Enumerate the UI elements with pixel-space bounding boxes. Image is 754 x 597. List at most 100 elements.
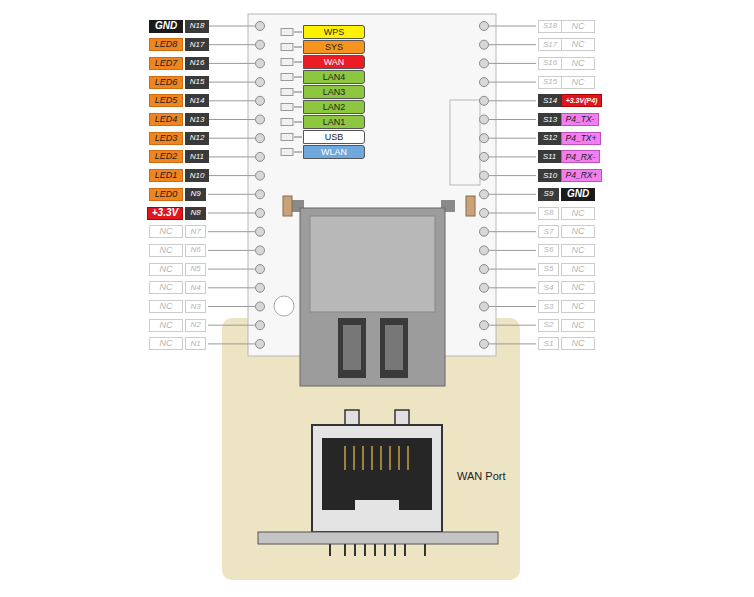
leader-line xyxy=(489,119,536,120)
pin-hole xyxy=(256,302,265,311)
pin-function: NC xyxy=(561,281,595,294)
pin-number: S9 xyxy=(538,188,559,201)
pin-number: S11 xyxy=(538,150,561,163)
pin-number: S12 xyxy=(538,132,562,145)
leader-line xyxy=(208,100,255,101)
pin-number: S10 xyxy=(538,169,562,182)
pin-function: +3.3V(P4) xyxy=(561,94,602,107)
pin-number: N15 xyxy=(185,76,209,89)
pin-number: N5 xyxy=(185,263,206,276)
leader-line xyxy=(294,62,302,63)
indicator-name: WAN xyxy=(324,58,345,67)
pin-function: NC xyxy=(561,319,595,332)
pin-hole xyxy=(256,134,265,143)
pin-function: NC xyxy=(561,76,595,89)
pin-hole xyxy=(480,59,489,68)
pin-hole xyxy=(480,134,489,143)
pin-number: N4 xyxy=(185,281,206,294)
pin-number: S14 xyxy=(538,94,562,107)
pin-function: NC xyxy=(149,337,183,350)
indicator-tag: LAN2 xyxy=(303,100,365,114)
indicator-part xyxy=(281,119,293,126)
jack-latch xyxy=(380,318,408,378)
pin-number: N2 xyxy=(185,319,206,332)
indicator-tag: WLAN xyxy=(303,145,365,159)
leader-line xyxy=(294,92,302,93)
indicator-name: SYS xyxy=(325,43,343,52)
jack-latch xyxy=(385,325,403,370)
pin-function: P4_RX+ xyxy=(561,169,602,182)
pin-row xyxy=(208,22,536,349)
port-frame xyxy=(312,425,442,532)
board-edge xyxy=(258,532,498,544)
pin-function: LED5 xyxy=(149,94,183,107)
indicator-part xyxy=(281,149,293,156)
port-opening xyxy=(322,438,432,510)
pin-function: LED2 xyxy=(149,150,183,163)
pin-number: S8 xyxy=(538,207,559,220)
pin-function: NC xyxy=(149,281,183,294)
pin-function: P4_TX- xyxy=(561,113,599,126)
leader-line xyxy=(294,137,302,138)
leader-line xyxy=(489,26,536,27)
leader-line xyxy=(208,231,255,232)
pin-hole xyxy=(480,78,489,87)
indicator-tag: LAN3 xyxy=(303,85,365,99)
leader-line xyxy=(208,343,255,344)
pin-function: LED0 xyxy=(149,188,183,201)
leader-line xyxy=(208,306,255,307)
leader-line xyxy=(294,47,302,48)
pin-function: LED3 xyxy=(149,132,183,145)
indicator-tag: USB xyxy=(303,130,365,144)
pin-number: S18 xyxy=(538,20,562,33)
leader-line xyxy=(294,32,302,33)
indicator-tag: SYS xyxy=(303,40,365,54)
leader-line xyxy=(294,107,302,108)
pin-hole xyxy=(480,96,489,105)
indicator-part xyxy=(281,44,293,51)
leader-line xyxy=(489,325,536,326)
pin-number: S17 xyxy=(538,38,562,51)
indicator-name: WLAN xyxy=(321,148,347,157)
indicator-part xyxy=(281,134,293,141)
leader-line xyxy=(489,250,536,251)
leader-line xyxy=(489,231,536,232)
leader-line xyxy=(489,100,536,101)
leader-line xyxy=(208,44,255,45)
indicator-tag: LAN4 xyxy=(303,70,365,84)
leader-line xyxy=(489,138,536,139)
pin-hole xyxy=(256,59,265,68)
pin-hole xyxy=(480,265,489,274)
leader-line xyxy=(208,63,255,64)
leader-line xyxy=(208,325,255,326)
leader-line xyxy=(489,82,536,83)
pin-function: NC xyxy=(561,20,595,33)
indicator-name: LAN2 xyxy=(323,103,346,112)
pin-hole xyxy=(256,96,265,105)
pin-number: S2 xyxy=(538,319,559,332)
pin-function: NC xyxy=(149,225,183,238)
port-contacts xyxy=(345,446,408,470)
pin-function: LED1 xyxy=(149,169,183,182)
leader-line xyxy=(489,175,536,176)
pin-hole xyxy=(480,22,489,31)
pin-number: N7 xyxy=(185,225,206,238)
pin-hole xyxy=(256,339,265,348)
pin-function: NC xyxy=(561,244,595,257)
pin-hole xyxy=(480,321,489,330)
pin-hole xyxy=(256,22,265,31)
pin-number: N8 xyxy=(185,207,206,220)
leader-line xyxy=(489,63,536,64)
pin-function: NC xyxy=(561,38,595,51)
pin-function: NC xyxy=(149,244,183,257)
pin-hole xyxy=(256,265,265,274)
leader-line xyxy=(489,287,536,288)
pin-number: N13 xyxy=(185,113,209,126)
pin-hole xyxy=(256,40,265,49)
leader-line xyxy=(294,77,302,78)
silkscreen-outline xyxy=(450,100,480,185)
leader-line xyxy=(489,343,536,344)
pin-number: N10 xyxy=(185,169,209,182)
pin-hole xyxy=(480,40,489,49)
